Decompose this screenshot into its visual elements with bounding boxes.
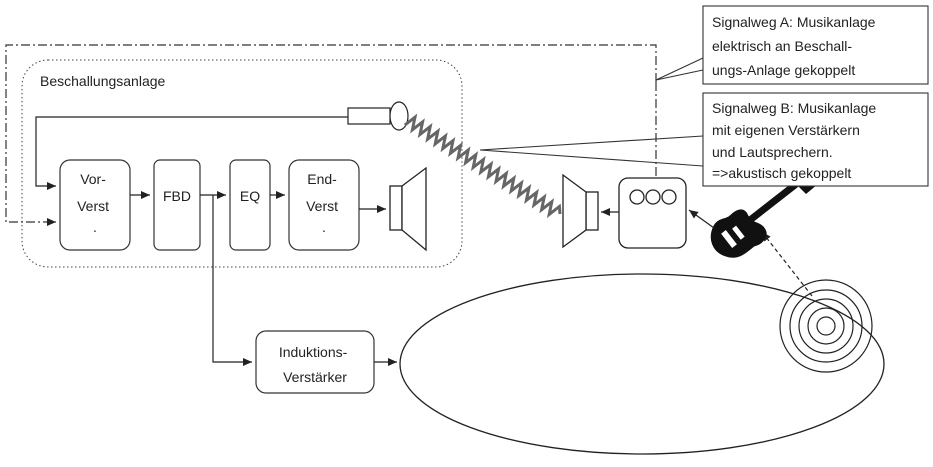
callout-a-line-1: Signalweg A: Musikanlage [712, 14, 876, 30]
signal-path-a-line [5, 44, 657, 226]
power-amp-line-2: Verst [306, 198, 338, 214]
callout-signal-path-a: Signalweg A: Musikanlage elektrisch an B… [655, 5, 929, 85]
acoustic-wave [403, 113, 562, 219]
induction-loop [399, 273, 885, 455]
callout-a-line-3: ungs-Anlage gekoppelt [712, 62, 855, 78]
guitar-to-effects-wire [688, 209, 715, 229]
callout-a-line-2: elektrisch an Beschall- [712, 38, 852, 54]
svg-text:Signalweg B: Musikanlage: Signalweg B: Musikanlage mit eigenen Ver… [712, 100, 880, 181]
eq-to-induction-amp-wire [212, 195, 252, 366]
induction-amp-line-2: Verstärker [283, 369, 347, 385]
callout-signal-path-b: Signalweg B: Musikanlage mit eigenen Ver… [479, 92, 929, 187]
svg-text:Induktions- Verstärker: Induktions- Verstärker [279, 344, 351, 385]
mic-to-preamp-wire [35, 116, 348, 190]
eq-block: EQ [229, 159, 271, 251]
power-amp-line-3: . [322, 219, 326, 235]
pre-amp-line-2: Verst [77, 198, 109, 214]
induction-amp-block: Induktions- Verstärker [255, 330, 375, 394]
pa-system-title: Beschallungsanlage [40, 73, 166, 89]
guitar-loudspeaker-icon [562, 173, 599, 249]
effects-amp-icon [618, 177, 687, 249]
svg-text:Vor- Verst .: Vor- Verst . [77, 171, 113, 235]
eq-label: EQ [240, 188, 260, 204]
power-amp-block: End- Verst . [288, 159, 360, 251]
power-amp-line-1: End- [307, 171, 337, 187]
guitar-icon [710, 176, 818, 258]
fbd-block: FBD [153, 159, 201, 251]
loudspeaker-icon [389, 166, 427, 252]
hearing-coil-icon [779, 279, 873, 373]
microphone-icon [347, 101, 409, 131]
svg-text:End- Verst .: End- Verst . [306, 171, 342, 235]
pre-amp-line-3: . [93, 219, 97, 235]
svg-text:Signalweg A: Musikanlage: Signalweg A: Musikanlage elektrisch an B… [712, 14, 879, 78]
pre-amp-line-1: Vor- [80, 171, 106, 187]
callout-b-line-4: =>akustisch gekoppelt [712, 165, 851, 181]
fbd-label: FBD [163, 188, 191, 204]
coil-to-guitar-link [761, 231, 813, 297]
callout-b-line-3: und Lautsprechern. [712, 144, 833, 160]
pre-amp-block: Vor- Verst . [59, 159, 131, 251]
callout-b-line-2: mit eigenen Verstärkern [712, 122, 860, 138]
callout-b-line-1: Signalweg B: Musikanlage [712, 100, 876, 116]
induction-amp-line-1: Induktions- [279, 344, 348, 360]
